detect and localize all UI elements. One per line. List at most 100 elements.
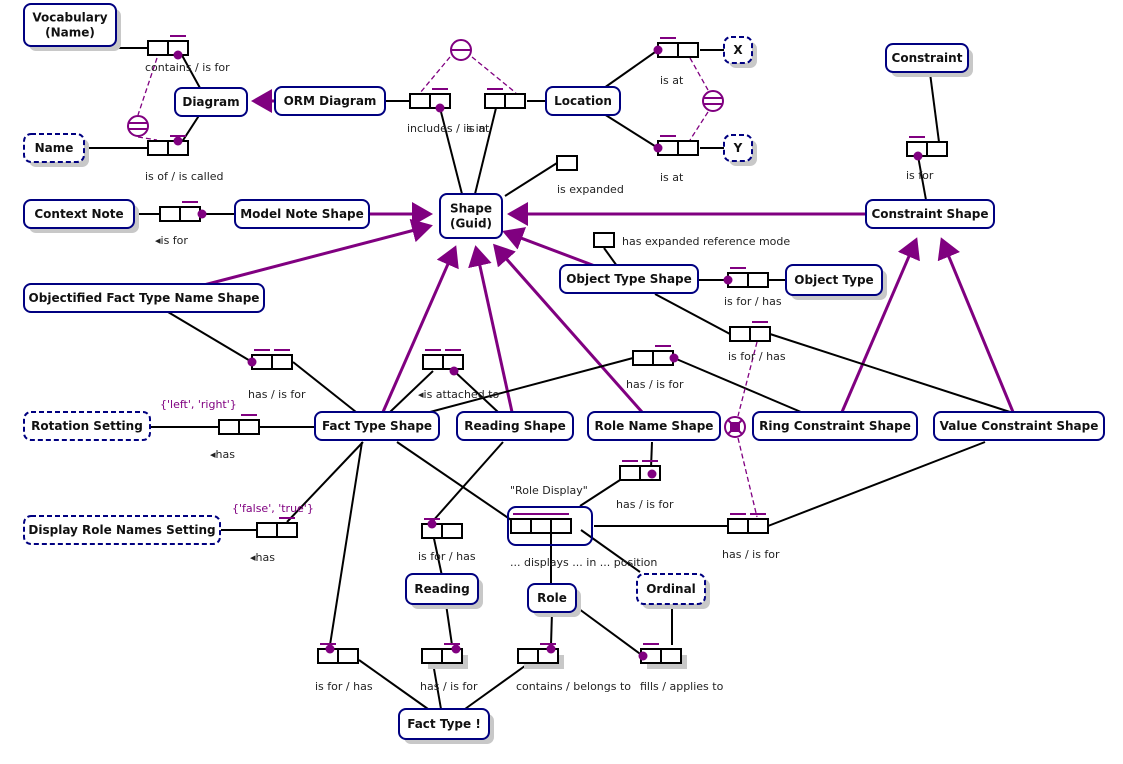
objectified-fact-type-frame-role-display[interactable] bbox=[507, 506, 593, 546]
entity-ordinal[interactable]: Ordinal bbox=[636, 573, 710, 609]
fact-type-roles[interactable] bbox=[593, 232, 615, 248]
role-box[interactable] bbox=[147, 140, 169, 156]
role-box[interactable] bbox=[677, 42, 699, 58]
fact-type-roles[interactable] bbox=[147, 35, 189, 60]
role-box[interactable] bbox=[556, 155, 578, 171]
entity-diagram[interactable]: Diagram bbox=[174, 87, 248, 117]
entity-object-type-shape[interactable]: Object Type Shape bbox=[559, 264, 699, 294]
fact-type-roles[interactable] bbox=[218, 414, 260, 435]
role-box[interactable] bbox=[276, 522, 298, 538]
entity-x[interactable]: X bbox=[723, 36, 757, 68]
fact-type-roles[interactable] bbox=[256, 517, 298, 538]
entity-name[interactable]: Name bbox=[23, 133, 89, 167]
role-box[interactable] bbox=[159, 206, 181, 222]
equality-constraint-icon[interactable] bbox=[127, 115, 149, 137]
fact-type-roles[interactable] bbox=[632, 345, 679, 366]
fact-type-roles[interactable] bbox=[729, 321, 771, 342]
mandatory-dot bbox=[647, 469, 657, 479]
role-box[interactable] bbox=[729, 326, 751, 342]
role-box[interactable] bbox=[749, 326, 771, 342]
fact-type-roles[interactable] bbox=[421, 518, 463, 539]
fact-type-roles[interactable] bbox=[484, 88, 526, 109]
entity-vocabulary[interactable]: Vocabulary(Name) bbox=[23, 3, 121, 51]
fact-type-roles[interactable] bbox=[653, 135, 699, 156]
subtype-arrow-ring-to-constraint-shape bbox=[840, 237, 920, 413]
role-box[interactable] bbox=[218, 419, 240, 435]
role-box[interactable] bbox=[747, 518, 769, 534]
role-box[interactable] bbox=[660, 648, 682, 664]
exclusive-or-constraint-icon[interactable] bbox=[724, 416, 746, 438]
entity-rotation-setting[interactable]: Rotation Setting bbox=[23, 411, 151, 441]
entity-role-name-shape[interactable]: Role Name Shape bbox=[587, 411, 721, 441]
entity-fact-type[interactable]: Fact Type ! bbox=[398, 708, 494, 744]
equality-constraint-icon[interactable] bbox=[702, 90, 724, 112]
role-box[interactable] bbox=[271, 354, 293, 370]
role-box[interactable] bbox=[409, 93, 431, 109]
role-box[interactable] bbox=[593, 232, 615, 248]
entity-context-note[interactable]: Context Note bbox=[23, 199, 139, 233]
role-box[interactable] bbox=[179, 206, 201, 222]
fact-type-roles[interactable] bbox=[159, 201, 207, 222]
fact-type-roles[interactable] bbox=[723, 267, 769, 288]
entity-label: ORM Diagram bbox=[284, 94, 377, 108]
constraint-link bbox=[737, 341, 758, 417]
entity-display-role-names-setting[interactable]: Display Role Names Setting bbox=[23, 515, 221, 545]
role-box[interactable] bbox=[530, 518, 552, 534]
role-box[interactable] bbox=[632, 350, 654, 366]
entity-box bbox=[723, 36, 753, 64]
fact-type-roles[interactable] bbox=[510, 513, 572, 534]
role-box[interactable] bbox=[441, 523, 463, 539]
entity-location[interactable]: Location bbox=[545, 86, 621, 116]
role-box[interactable] bbox=[504, 93, 526, 109]
role-box[interactable] bbox=[337, 648, 359, 664]
entity-fact-type-shape[interactable]: Fact Type Shape bbox=[314, 411, 440, 441]
fact-type-roles[interactable] bbox=[317, 643, 359, 664]
fact-type-roles[interactable] bbox=[619, 460, 661, 481]
entity-model-note-shape[interactable]: Model Note Shape bbox=[234, 199, 370, 229]
role-box[interactable] bbox=[147, 40, 169, 56]
role-box[interactable] bbox=[510, 518, 532, 534]
fact-type-roles[interactable] bbox=[517, 643, 564, 669]
entity-label: Location bbox=[554, 94, 612, 108]
entity-shape[interactable]: Shape(Guid) bbox=[439, 193, 503, 239]
role-box[interactable] bbox=[550, 518, 572, 534]
role-box[interactable] bbox=[926, 141, 948, 157]
fact-type-roles[interactable] bbox=[638, 643, 688, 669]
fact-type-roles[interactable] bbox=[906, 136, 948, 161]
role-box[interactable] bbox=[677, 140, 699, 156]
role-box[interactable] bbox=[256, 522, 278, 538]
constraint-link bbox=[471, 56, 517, 94]
exclusion-uniqueness-constraint-icon[interactable] bbox=[450, 39, 472, 61]
role-box[interactable] bbox=[421, 648, 443, 664]
entity-object-type[interactable]: Object Type bbox=[785, 264, 887, 300]
entity-y[interactable]: Y bbox=[723, 134, 757, 166]
entity-orm-diagram[interactable]: ORM Diagram bbox=[274, 86, 386, 116]
fact-type-roles[interactable] bbox=[653, 37, 699, 58]
role-box[interactable] bbox=[238, 419, 260, 435]
fact-type-roles[interactable] bbox=[247, 349, 293, 370]
fact-type-roles[interactable] bbox=[727, 513, 769, 534]
entity-label: Shape bbox=[450, 202, 492, 216]
role-box[interactable] bbox=[422, 354, 444, 370]
fact-type-roles[interactable] bbox=[421, 643, 468, 669]
entity-reading[interactable]: Reading bbox=[405, 573, 483, 609]
role-box[interactable] bbox=[747, 272, 769, 288]
role-box[interactable] bbox=[619, 465, 641, 481]
entity-constraint[interactable]: Constraint bbox=[885, 43, 973, 77]
fact-type-roles[interactable] bbox=[556, 155, 578, 171]
entity-constraint-shape[interactable]: Constraint Shape bbox=[865, 199, 995, 229]
role-box[interactable] bbox=[517, 648, 539, 664]
fact-type-roles[interactable] bbox=[409, 88, 451, 113]
entity-label: Reading bbox=[414, 582, 469, 596]
entity-objectified-fact-type-name-shape[interactable]: Objectified Fact Type Name Shape bbox=[23, 283, 265, 313]
entity-role[interactable]: Role bbox=[527, 583, 581, 617]
fact-type-roles[interactable] bbox=[147, 135, 189, 156]
role-box[interactable] bbox=[484, 93, 506, 109]
role-link bbox=[439, 107, 463, 195]
entity-value-constraint-shape[interactable]: Value Constraint Shape bbox=[933, 411, 1105, 441]
fact-type-roles[interactable] bbox=[422, 349, 464, 376]
entity-reading-shape[interactable]: Reading Shape bbox=[456, 411, 574, 441]
role-box[interactable] bbox=[727, 518, 749, 534]
entity-label: Model Note Shape bbox=[240, 207, 364, 221]
entity-ring-constraint-shape[interactable]: Ring Constraint Shape bbox=[752, 411, 918, 441]
